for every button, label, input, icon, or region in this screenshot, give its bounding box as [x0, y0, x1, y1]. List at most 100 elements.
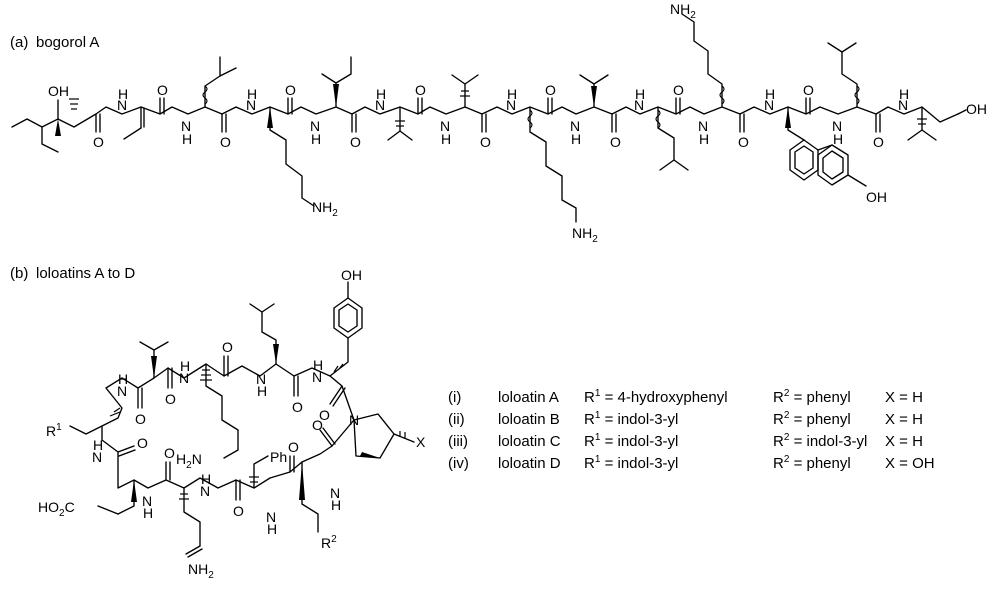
- tyrosine-oh-label: OH: [341, 267, 362, 283]
- amide-h: H: [182, 131, 192, 147]
- r-value: = phenyl: [789, 388, 851, 406]
- r-index: 1: [594, 409, 601, 421]
- r-symbol: R: [773, 432, 784, 450]
- variant-x: X = H: [885, 388, 923, 406]
- amide-h: H: [331, 497, 341, 513]
- amide-n: N: [312, 369, 322, 385]
- r-value: = indol-3-yl: [600, 432, 679, 450]
- carbonyl-o: O: [164, 445, 175, 461]
- phenol-oh-label: OH: [866, 189, 887, 205]
- amide-n: N: [179, 370, 189, 386]
- loloatin-side-chains: [69, 303, 349, 547]
- amide-n: N: [246, 97, 256, 113]
- r-index: 2: [783, 409, 790, 421]
- co2h-label: HO2C: [38, 499, 75, 519]
- amide-n: N: [92, 449, 102, 465]
- atom-index: 2: [186, 460, 192, 471]
- carbonyl-o: O: [350, 134, 361, 150]
- amide-h: H: [247, 86, 257, 102]
- ph-label: Ph: [270, 449, 287, 465]
- r-value: = 4-hydroxyphenyl: [600, 388, 728, 406]
- x-label: X: [416, 434, 426, 450]
- r-value: = phenyl: [789, 454, 851, 472]
- carbonyl-o: O: [415, 82, 426, 98]
- loloatin-stereo: [109, 344, 406, 502]
- r-symbol: R: [584, 410, 595, 428]
- carbonyl-o: O: [545, 82, 556, 98]
- variant-x: X = H: [885, 410, 923, 428]
- amide-h: H: [571, 131, 581, 147]
- panel-b-title: loloatins A to D: [36, 265, 135, 282]
- atom-index: 1: [56, 422, 62, 433]
- amide-h: H: [313, 357, 323, 373]
- carbonyl-o: O: [165, 391, 176, 407]
- variant-x: X = H: [885, 432, 923, 450]
- r-value: = phenyl: [789, 410, 851, 428]
- amine-label: NH2: [572, 225, 598, 245]
- variant-r1: R1 = indol-3-yl: [584, 430, 773, 452]
- amide-n: N: [634, 97, 644, 113]
- amide-n: N: [506, 97, 516, 113]
- variant-r2: R2 = indol-3-yl: [773, 430, 885, 452]
- atom-index: 2: [208, 570, 214, 581]
- table-row: (iv) loloatin D R1 = indol-3-yl R2 = phe…: [448, 452, 941, 474]
- loloatin-variant-table: (i) loloatin A R1 = 4-hydroxyphenyl R2 =…: [448, 386, 941, 474]
- carbonyl-o: O: [157, 82, 168, 98]
- variant-roman: (ii): [448, 410, 465, 428]
- hydroxy-label: OH: [48, 83, 69, 99]
- loloatin-carbonyls: [117, 355, 346, 558]
- amide-n: N: [375, 97, 385, 113]
- amide-h: H: [180, 358, 190, 374]
- amide-h: H: [507, 86, 517, 102]
- r-index: 1: [594, 453, 601, 465]
- carbonyl-o: O: [610, 134, 621, 150]
- amide-n: N: [440, 118, 450, 134]
- carbonyl-o: O: [288, 439, 299, 455]
- amide-n: N: [181, 118, 191, 134]
- bogorol-wedges: [55, 84, 791, 136]
- amide-n: N: [898, 97, 908, 113]
- variant-r1: R1 = indol-3-yl: [584, 452, 773, 474]
- atom-index: 2: [592, 234, 598, 245]
- amide-h: H: [143, 505, 153, 521]
- amide-h: H: [257, 383, 267, 399]
- r-symbol: R: [773, 410, 784, 428]
- amide-n: N: [310, 118, 320, 134]
- amide-n: N: [142, 493, 152, 509]
- r-symbol: R: [773, 454, 784, 472]
- amide-n: N: [764, 97, 774, 113]
- variant-name: loloatin B: [498, 410, 560, 428]
- amide-h: H: [118, 371, 128, 387]
- amide-n: N: [330, 485, 340, 501]
- variant-r1: R1 = indol-3-yl: [584, 408, 773, 430]
- r-symbol: R: [584, 388, 595, 406]
- table-row: (ii) loloatin B R1 = indol-3-yl R2 = phe…: [448, 408, 941, 430]
- carbonyl-o: O: [135, 411, 146, 427]
- bogorol-tyrosine-ring: [789, 139, 867, 187]
- bogorol-wavy-bonds: [202, 85, 860, 129]
- panel-a: (a) bogorol A: [10, 1, 987, 245]
- carbonyl-o: O: [312, 417, 323, 433]
- loloatin-atom-labels: OH R1 R2 X Ph HO2C H2N NH2 N O O O O O O…: [38, 267, 426, 581]
- r-symbol: R: [584, 454, 595, 472]
- amide-n: N: [832, 118, 842, 134]
- r1-label: R1: [46, 422, 62, 439]
- r-value: = indol-3-yl: [600, 410, 679, 428]
- atom-index: 2: [59, 508, 65, 519]
- panel-a-label: (a): [10, 34, 28, 51]
- amide-n: N: [266, 509, 276, 525]
- carbonyl-o: O: [319, 407, 330, 423]
- proline-n-label: N: [349, 412, 359, 428]
- amide-n: N: [117, 383, 127, 399]
- panel-a-title: bogorol A: [36, 34, 99, 51]
- carbonyl-o: O: [873, 134, 884, 150]
- terminal-oh-label: OH: [966, 101, 987, 117]
- r-index: 2: [783, 453, 790, 465]
- variant-roman: (i): [448, 388, 462, 406]
- variant-r2: R2 = phenyl: [773, 452, 885, 474]
- carbonyl-o: O: [137, 435, 148, 451]
- amide-h: H: [267, 521, 277, 537]
- amide-h: H: [201, 471, 211, 487]
- panel-b: (b) loloatins A to D: [10, 265, 426, 581]
